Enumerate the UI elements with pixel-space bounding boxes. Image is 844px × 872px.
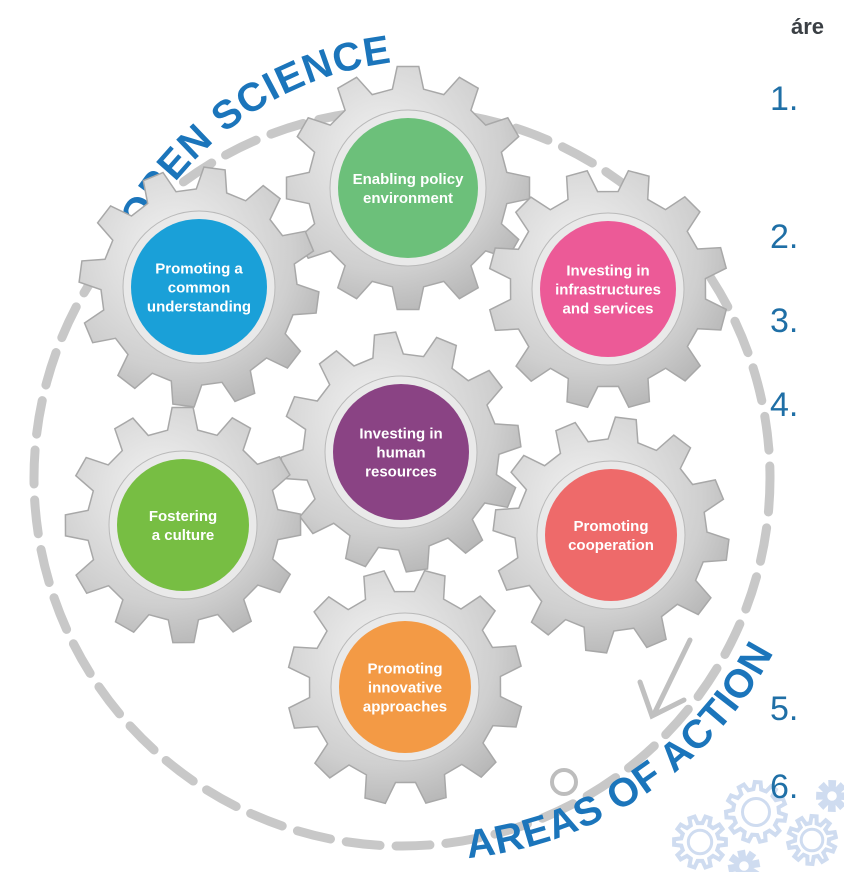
- decorative-gear-icon: [785, 813, 839, 867]
- decorative-gear-icon: [672, 814, 728, 870]
- gear-understanding-label-line-2: common: [168, 279, 231, 296]
- gear-understanding-disc: [131, 219, 267, 355]
- decorative-gear-hub: [741, 797, 771, 827]
- gear-infrastructures-label-line-2: infrastructures: [555, 281, 661, 298]
- gear-cooperation-label-line-1: Promoting: [574, 518, 649, 535]
- arrow-icon: [637, 637, 693, 720]
- gear-culture-label-line-2: a culture: [152, 527, 215, 544]
- gear-infrastructures: Investing in infrastructures and services: [488, 169, 728, 409]
- gear-cooperation-disc: [545, 469, 677, 601]
- decorative-gear-icon: [727, 849, 761, 872]
- gear-human-label-line-3: resources: [365, 463, 437, 480]
- gear-understanding-label-line-3: understanding: [147, 298, 251, 315]
- list-number-1: 1.: [770, 80, 799, 118]
- decorative-gear-icon: [816, 780, 844, 812]
- gear-human-disc: [333, 384, 469, 520]
- decorative-gear-hub: [824, 788, 840, 804]
- gear-policy: Enabling policy environment: [285, 65, 531, 311]
- gear-infrastructures-disc: [540, 221, 676, 357]
- decorative-gear-hub: [799, 827, 825, 853]
- gear-cooperation-label-line-2: cooperation: [568, 537, 654, 554]
- decorative-gear-hub: [686, 828, 714, 856]
- gear-infrastructures-label-line-3: and services: [563, 300, 654, 317]
- gear-innovative-label-line-3: approaches: [363, 698, 447, 715]
- gear-cooperation: Promoting cooperation: [492, 416, 730, 654]
- gear-culture: Fostering a culture: [64, 406, 302, 644]
- gear-understanding: Promoting a common understanding: [78, 166, 320, 408]
- gear-human: Investing in human resources: [280, 331, 522, 573]
- list-number-6: 6.: [770, 768, 799, 806]
- dashed-circle-end-marker: [550, 768, 578, 796]
- decorative-gears: [672, 779, 844, 872]
- gear-human-label-line-1: Investing in: [359, 425, 442, 442]
- gear-innovative-disc: [339, 621, 471, 753]
- side-heading: áre: [791, 14, 825, 39]
- gear-innovative-label-line-2: innovative: [368, 679, 442, 696]
- gear-innovative: Promoting innovative approaches: [287, 569, 523, 805]
- list-number-4: 4.: [770, 386, 799, 424]
- gear-culture-disc: [117, 459, 249, 591]
- decorative-gear-icon: [723, 779, 789, 845]
- gear-innovative-label-line-1: Promoting: [368, 660, 443, 677]
- gear-policy-disc: [338, 118, 478, 258]
- gear-policy-label-line-1: Enabling policy: [353, 171, 465, 188]
- decorative-gear-hub: [736, 858, 752, 872]
- gear-culture-label-line-1: Fostering: [149, 508, 217, 525]
- list-number-3: 3.: [770, 302, 799, 340]
- list-number-5: 5.: [770, 690, 799, 728]
- gear-policy-label-line-2: environment: [363, 190, 453, 207]
- gear-infrastructures-label-line-1: Investing in: [566, 262, 649, 279]
- gear-understanding-label-line-1: Promoting a: [155, 260, 243, 277]
- list-number-2: 2.: [770, 218, 799, 256]
- gear-human-label-line-2: human: [376, 444, 425, 461]
